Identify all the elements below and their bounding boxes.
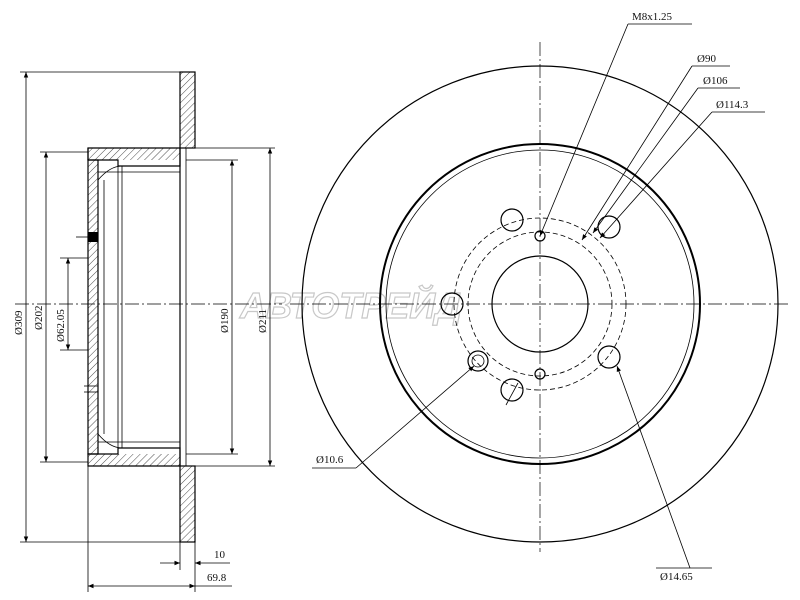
leader-114 (599, 111, 713, 239)
locating-hole (467, 350, 489, 372)
pcd-circle-106 (453, 217, 627, 391)
dim-309-label: Ø309 (13, 310, 25, 335)
friction-inner-edge (379, 143, 701, 465)
label-106: Ø106 (703, 75, 728, 87)
leader-thread (539, 23, 629, 237)
label-14-65: Ø14.65 (660, 571, 693, 583)
bolt-hole (500, 208, 524, 232)
label-114: Ø114.3 (716, 99, 749, 111)
bolt-holes (440, 208, 621, 402)
side-view: Ø309 Ø202 Ø62.05 Ø190 Ø211 10 69.8 (13, 71, 282, 592)
bolt-hole (440, 292, 464, 316)
leader-90 (581, 65, 693, 241)
leader-14-65 (616, 365, 691, 569)
bolt-hole (597, 345, 621, 369)
bolt-hole (597, 215, 621, 239)
front-view: M8x1.25 Ø90 Ø106 Ø114.3 Ø10.6 Ø14.65 (290, 11, 790, 583)
label-thread: M8x1.25 (632, 11, 673, 23)
hat-outer-edge (385, 149, 695, 459)
leader-10-6 (355, 365, 475, 469)
dim-190-label: Ø190 (219, 308, 231, 333)
bolt-hole (500, 378, 524, 402)
mounting-face (87, 159, 99, 455)
stud-marker-top (88, 232, 98, 242)
disc-outer-edge (301, 65, 779, 543)
label-90: Ø90 (697, 53, 716, 65)
watermark: АВТОТРЕЙД (239, 284, 461, 326)
label-10-6: Ø10.6 (316, 454, 344, 466)
threaded-hole-bottom (534, 368, 546, 380)
dim-10-label: 10 (214, 549, 226, 561)
dim-69-label: 69.8 (207, 572, 227, 584)
rotor-ring-top (179, 71, 196, 149)
dim-211-label: Ø211 (257, 309, 269, 333)
center-bore (491, 255, 589, 353)
dim-202-label: Ø202 (33, 306, 45, 330)
rotor-ring-bottom (179, 465, 196, 543)
dim-62-label: Ø62.05 (55, 309, 67, 342)
leader-106 (592, 87, 699, 234)
